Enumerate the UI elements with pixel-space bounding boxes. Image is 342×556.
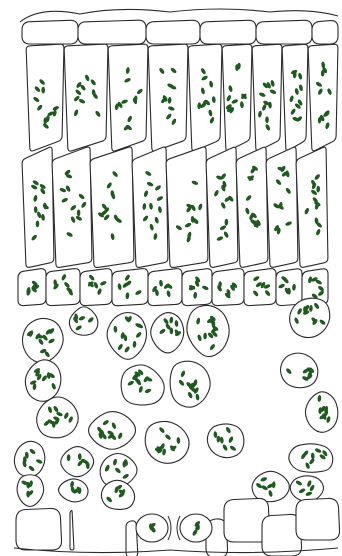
cells-layer — [14, 9, 340, 556]
spongy-mesophyll-cell — [61, 447, 94, 477]
short-palisade-cell — [212, 269, 244, 306]
lower-epidermis-cell — [296, 498, 340, 540]
spongy-mesophyll-cell — [187, 305, 229, 356]
spongy-mesophyll-cell — [121, 365, 164, 405]
palisade-chloroplast — [77, 210, 81, 217]
palisade-cell — [188, 44, 222, 151]
lower-epidermis-cell — [16, 508, 62, 550]
short-palisade-cell — [112, 269, 148, 306]
spongy-mesophyll-cell — [17, 475, 44, 507]
palisade-cell — [148, 44, 188, 151]
palisade-cell — [22, 147, 54, 267]
short-palisade-cell — [46, 269, 80, 306]
palisade-chloroplast — [235, 64, 239, 71]
palisade-cell — [296, 147, 328, 267]
upper-epidermis-cell — [312, 21, 338, 44]
upper-epidermis-cell — [146, 20, 200, 44]
palisade-cell — [26, 44, 64, 151]
palisade-chloroplast — [41, 87, 45, 94]
spongy-mesophyll-cell — [89, 412, 136, 450]
palisade-cell — [108, 44, 148, 151]
upper-epidermis-cell — [78, 20, 146, 44]
spongy-mesophyll-cell — [207, 424, 244, 458]
upper-epidermis-cell — [256, 20, 312, 44]
palisade-cell — [252, 44, 282, 150]
palisade-cell — [308, 44, 338, 150]
spongy-mesophyll-cell — [289, 444, 333, 472]
short-palisade-cell — [244, 269, 276, 306]
stoma-pore — [168, 516, 180, 540]
upper-epidermis-cell — [22, 20, 78, 44]
palisade-cell — [222, 44, 252, 150]
palisade-cell — [236, 147, 268, 267]
palisade-cell — [206, 147, 238, 267]
spongy-mesophyll-cell — [14, 441, 45, 477]
spongy-mesophyll-cell — [101, 480, 134, 509]
palisade-cell — [64, 44, 108, 151]
spongy-mesophyll-cell — [22, 318, 63, 362]
palisade-cell — [282, 44, 308, 150]
upper-epidermis-cell — [200, 20, 256, 44]
spongy-mesophyll-cell — [145, 421, 189, 463]
lower-epidermis-cell — [70, 511, 74, 550]
spongy-mesophyll-cell — [290, 476, 323, 502]
spongy-mesophyll-cell — [69, 307, 98, 336]
palisade-cell — [90, 147, 134, 267]
